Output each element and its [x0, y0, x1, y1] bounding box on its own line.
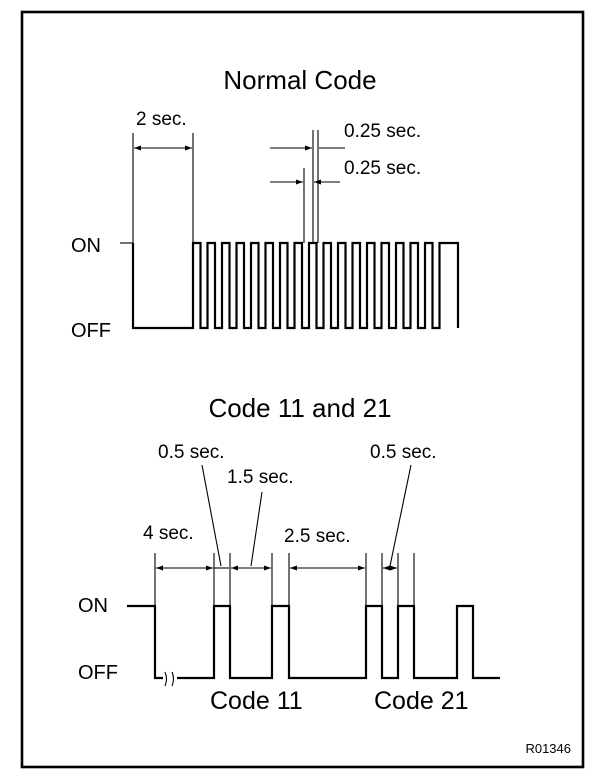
normal-2sec-label: 2 sec.: [136, 109, 187, 130]
time-break-mark: [163, 671, 177, 687]
code-21-label: Code 21: [374, 687, 469, 715]
normal-on-label: ON: [71, 235, 101, 257]
codes-05sec-label-second: 0.5 sec.: [370, 442, 437, 463]
dimension-2sec: 2 sec.: [132, 109, 194, 243]
codes-leader-lines: [201, 464, 412, 567]
normal-025sec-label-top: 0.25 sec.: [344, 121, 421, 142]
figure-border: [20, 10, 585, 769]
codes-05sec-label-first: 0.5 sec.: [158, 442, 225, 463]
code-11-and-21-waveform: [127, 604, 500, 680]
codes-25sec-label: 2.5 sec.: [284, 526, 351, 547]
codes-off-label: OFF: [78, 662, 118, 684]
codes-title: Code 11 and 21: [208, 393, 391, 423]
dimension-025sec: 0.25 sec. 0.25 sec.: [270, 121, 421, 243]
codes-on-label: ON: [78, 595, 108, 617]
normal-025sec-label-bottom: 0.25 sec.: [344, 158, 421, 179]
codes-15sec-label: 1.5 sec.: [227, 467, 294, 488]
figure-id: R01346: [525, 741, 571, 756]
normal-code-waveform: [131, 241, 460, 330]
normal-off-label: OFF: [71, 320, 111, 342]
normal-code-title: Normal Code: [223, 65, 376, 95]
codes-4sec-label: 4 sec.: [143, 523, 194, 544]
codes-extension-lines: [154, 553, 415, 606]
code-11-label: Code 11: [210, 687, 303, 715]
